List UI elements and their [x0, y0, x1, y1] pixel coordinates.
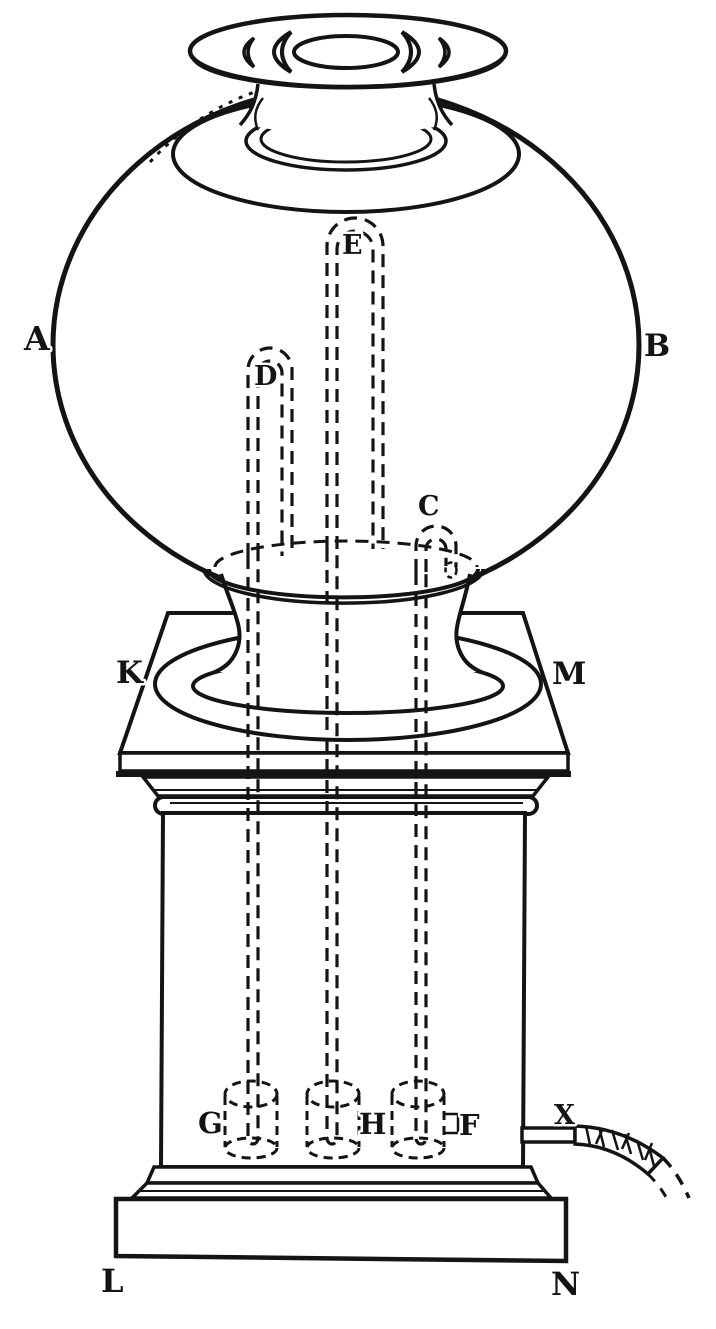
- label-X: X: [554, 1100, 575, 1131]
- cylinders: [223, 1079, 460, 1160]
- tube-c-down-leg: [414, 572, 428, 1146]
- figure-labels: A B C D E K M G H F X L N: [21, 228, 673, 1306]
- label-A: A: [23, 319, 50, 358]
- globe-bottom-rim: [202, 539, 485, 605]
- tube-e-down-leg: [325, 549, 339, 1146]
- cylinder-f-side-tab: [444, 1112, 460, 1135]
- wire-outlet: [520, 1124, 691, 1204]
- tube-d: [246, 346, 294, 1146]
- neck-right-edge: [432, 83, 454, 127]
- base-plinth-block: [113, 1196, 569, 1264]
- label-K: K: [116, 655, 144, 691]
- wire-frayed-end-1: [661, 1156, 691, 1199]
- disc-crescent-right-big: [400, 30, 421, 74]
- shoulder-hatching: [148, 88, 261, 164]
- label-M: M: [552, 656, 586, 692]
- tube-e-outer: [325, 216, 385, 549]
- label-C: C: [418, 491, 440, 522]
- label-D: D: [254, 361, 277, 392]
- internal-tubes: [246, 216, 458, 1146]
- lower-neck-right-edge: [454, 573, 482, 674]
- tube-c-inner: [424, 537, 448, 572]
- tube-d-inner: [256, 359, 284, 556]
- tube-c: [414, 524, 458, 1146]
- base-step-1: [144, 1165, 541, 1185]
- tube-d-down-leg: [246, 556, 260, 1146]
- top-flange-disc: [187, 12, 509, 90]
- label-G: G: [198, 1106, 223, 1140]
- label-L: L: [101, 1262, 124, 1300]
- neck-left-edge: [238, 83, 260, 127]
- disc-crescent-left-big: [272, 30, 293, 74]
- label-E: E: [342, 230, 363, 261]
- tube-e: [325, 216, 385, 1146]
- tube-c-sealed-tip: [444, 561, 458, 579]
- wire-frayed-end-2: [646, 1172, 671, 1204]
- plate-front-face: [118, 751, 570, 773]
- inner-plate-back-edge-dashed: [213, 539, 479, 568]
- disc-crescent-left-small: [242, 36, 256, 69]
- neck-left-curl: [254, 97, 264, 131]
- cylinder-h: [305, 1079, 361, 1160]
- label-N: N: [551, 1265, 580, 1303]
- neck-right-curl: [428, 97, 438, 131]
- cylinder-g: [223, 1079, 279, 1160]
- tube-c-outer: [414, 524, 458, 572]
- disc-center-hole: [292, 34, 400, 70]
- neck-fill: [242, 84, 450, 135]
- pedestal-base: [113, 1165, 569, 1264]
- tube-e-inner: [335, 229, 375, 549]
- lower-neck-left-edge: [214, 573, 242, 674]
- label-F: F: [459, 1108, 480, 1142]
- globe-top-opening: [171, 83, 521, 214]
- rim-front-arc-2: [202, 568, 485, 605]
- label-B: B: [644, 328, 670, 364]
- tube-d-outer: [246, 346, 294, 556]
- molding-band: [139, 775, 552, 798]
- label-H: H: [359, 1107, 386, 1141]
- disc-rim-thickness: [190, 54, 506, 90]
- wire-braid-hatching: [584, 1125, 656, 1167]
- rim-front-arc-1: [207, 568, 480, 600]
- pedestal-moldings: [139, 775, 552, 816]
- disc-crescent-right-small: [437, 36, 451, 69]
- cylinder-f: [390, 1079, 446, 1160]
